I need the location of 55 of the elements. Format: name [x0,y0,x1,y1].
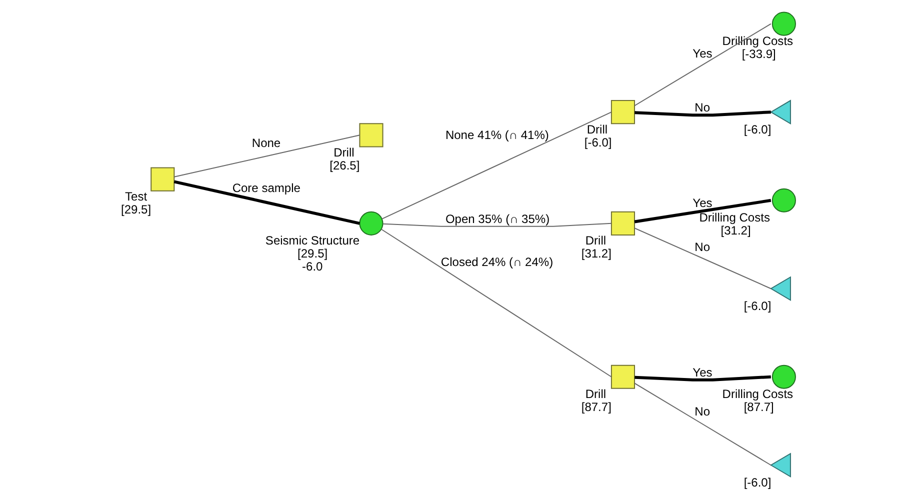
connector [382,222,611,227]
node-label: [26.5] [329,158,360,172]
connector [380,228,612,378]
edge-label: Yes [692,46,712,61]
node-label: Drill [584,234,606,248]
node-triangle [769,452,790,478]
node-label: [-6.0] [584,135,612,150]
node-triangle [769,276,790,302]
edge-label: No [694,404,710,419]
node-circle [771,364,796,389]
node-box [610,100,635,124]
connector [634,110,770,117]
node-circle [771,188,796,212]
node-label: [29.5] [297,246,328,261]
edge-label: None [251,136,280,150]
node-label: Drilling Costs [722,387,793,402]
node-box [358,123,383,148]
connector [634,23,771,106]
node-label: [29.5] [120,202,151,216]
edge-label: Core sample [232,180,300,195]
node-label: [-6.0] [743,475,771,490]
node-label: Test [124,189,147,204]
edge-label: Yes [692,196,712,210]
connector [381,112,612,220]
node-label: Drilling Costs [698,210,770,225]
node-label: [-6.0] [743,298,771,313]
node-label: [87.7] [580,400,611,414]
node-triangle [769,100,790,124]
node-label: -6.0 [302,260,322,274]
node-label: Drill [584,387,606,402]
node-label: [-33.9] [741,47,776,62]
node-label: [31.2] [580,246,611,261]
node-label: [87.7] [743,400,774,414]
connector [634,228,771,290]
node-label: Seismic Structure [264,234,360,248]
edge-label: No [694,240,710,254]
connector [174,134,360,178]
node-label: [-6.0] [743,122,771,136]
connector [634,198,771,224]
edge-label: None 41% (∩ 41%) [444,128,548,142]
connector [173,180,360,225]
connector [634,375,770,382]
node-circle [358,211,383,236]
node-box [150,167,174,192]
edge-label: Yes [692,365,712,380]
connector [634,382,771,466]
node-label: Drill [333,145,354,160]
node-box [610,364,635,389]
edge-label: Closed 24% (∩ 24%) [440,255,553,270]
node-box [610,211,635,236]
node-label: [31.2] [720,224,750,238]
edge-label: No [694,100,710,115]
node-circle [771,12,796,36]
edge-label: Open 35% (∩ 35%) [444,212,550,226]
node-label: Drill [586,122,608,136]
